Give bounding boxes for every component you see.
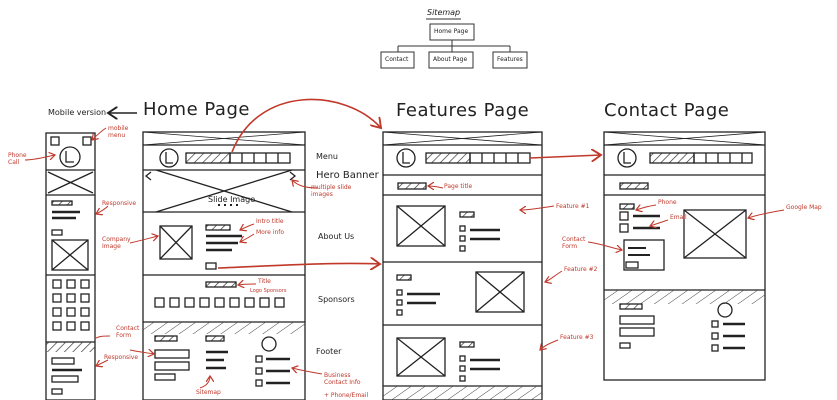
mobile-version-heading: Mobile version	[48, 108, 107, 117]
annotation-logo-sponsors: Logo Sponsors	[250, 288, 287, 294]
annotation-more-info: More info	[256, 229, 285, 236]
slide-image-label: Slide Image	[208, 195, 256, 204]
annotation-feature-3: Feature #3	[560, 334, 594, 341]
about-section-label: About Us	[318, 232, 355, 241]
sitemap-about-box	[428, 51, 474, 69]
annotation-multiple-slide: multiple slide images	[311, 184, 352, 198]
sitemap-features-label: Features	[497, 56, 523, 63]
contact-wireframe	[603, 131, 766, 381]
annotation-responsive-1: Responsive	[102, 200, 137, 207]
annotation-responsive-2: Responsive	[104, 354, 139, 361]
sitemap-features-box	[492, 51, 528, 69]
footer-section-label: Footer	[316, 347, 342, 356]
hero-section-label: Hero Banner	[316, 170, 379, 181]
sitemap-root-label: Home Page	[434, 28, 469, 35]
annotation-phone: Phone	[658, 199, 677, 206]
annotation-page-title: Page title	[444, 183, 473, 190]
annotation-phone-email: + Phone/Email	[324, 392, 369, 399]
home-page-heading: Home Page	[143, 99, 250, 120]
annotation-intro-title: Intro title	[256, 218, 284, 225]
annotation-contact-form-mobile: Contact Form	[116, 325, 140, 339]
annotation-email: Email	[670, 214, 687, 221]
features-page-heading: Features Page	[396, 100, 530, 121]
home-wireframe	[142, 131, 306, 400]
sitemap-contact-label: Contact	[385, 56, 409, 63]
annotation-google-map: Google Map	[786, 204, 822, 211]
sitemap-about-label: About Page	[433, 56, 468, 63]
annotation-lines	[24, 127, 785, 389]
sitemap-title: Sitemap	[427, 8, 461, 17]
sitemap-diagram	[380, 18, 528, 69]
features-wireframe	[382, 131, 543, 400]
annotation-phone-call: Phone Call	[8, 152, 27, 166]
annotation-sitemap: Sitemap	[196, 389, 221, 396]
sitemap-contact-box	[380, 51, 415, 69]
contact-page-heading: Contact Page	[604, 100, 730, 121]
flow-arrows	[108, 98, 601, 268]
annotation-contact-form: Contact Form	[562, 236, 586, 250]
mobile-wireframe	[45, 132, 96, 400]
annotation-business-contact: Business Contact Info	[324, 372, 361, 386]
menu-section-label: Menu	[316, 152, 338, 161]
annotation-title: Title	[258, 278, 271, 285]
annotation-company-image: Company Image	[102, 236, 131, 250]
annotation-feature-1: Feature #1	[556, 203, 590, 210]
annotation-mobile-menu: mobile menu	[108, 125, 129, 139]
annotation-feature-2: Feature #2	[564, 266, 598, 273]
sponsors-section-label: Sponsors	[318, 295, 355, 304]
